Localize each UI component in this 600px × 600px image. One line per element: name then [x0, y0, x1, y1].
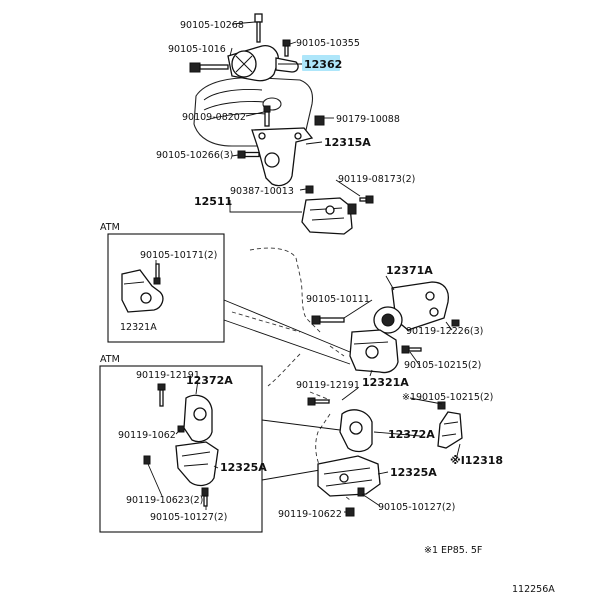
label-12371A: 12371A [386, 264, 433, 277]
bolt-90119-12191 [307, 397, 330, 406]
part-12372A-mount [339, 409, 373, 453]
label-90105-10355: 90105-10355 [296, 38, 360, 49]
highlight-12362 [302, 55, 340, 71]
leader-atm2 [261, 419, 341, 431]
label-12318: ※I12318 [450, 454, 503, 467]
atm-inset-box-1 [107, 233, 225, 343]
leader-atm1b [223, 319, 351, 365]
label-90105-1016: 90105-1016 [168, 44, 226, 55]
label-12321A-atm: 12321A [120, 322, 157, 333]
part-12325A-bracket [317, 455, 381, 497]
label-90119-08173: 90119-08173(2) [338, 174, 415, 185]
nut-90179-10088 [314, 115, 325, 126]
label-90119-12226: 90119-12226(3) [406, 326, 483, 337]
bolt-90109-08202 [263, 105, 271, 127]
bolt-90119-08173 [359, 195, 374, 204]
label-90387-10013: 90387-10013 [230, 186, 294, 197]
transmission-outline [231, 247, 351, 501]
bolt-90105-1016 [189, 62, 229, 73]
bolt-90387-10013 [305, 185, 314, 194]
label-90119-12191-atm: 90119-12191 [136, 370, 200, 381]
label-90105-10127: 90105-10127(2) [378, 502, 455, 513]
bolt-90105-10127 [357, 487, 365, 497]
part-12318 [437, 401, 463, 449]
label-90105-10268: 90105-10268 [180, 20, 244, 31]
atm-inset-box-2 [99, 365, 263, 533]
part-12371A-mount [373, 281, 450, 334]
part-12321A-bracket [349, 329, 399, 374]
label-90105-10215: 90105-10215(2) [404, 360, 481, 371]
label-90109-08202: 90109-08202 [182, 112, 246, 123]
part-12362-engine-mount [227, 45, 299, 82]
bolt-90105-10266 [237, 150, 260, 159]
bolt-90119-10622 [345, 507, 355, 517]
bolt-90119-12226 [451, 319, 460, 327]
bolt-90105-10215 [401, 345, 422, 354]
label-footnote-ep85: ※1 EP85. 5F [424, 545, 482, 556]
bolt-90105-10355 [282, 39, 291, 57]
label-atm-1: ATM [100, 222, 120, 233]
part-labels: 90105-10268 90105-10355 90105-1016 12362… [100, 20, 555, 595]
bolt-90105-10268 [254, 13, 263, 43]
label-90119-12191: 90119-12191 [296, 380, 360, 391]
label-12315A: 12315A [324, 136, 371, 149]
label-12325A-atm: 12325A [220, 461, 267, 474]
part-12315A-bracket [251, 127, 314, 187]
label-12372A-atm: 12372A [186, 374, 233, 387]
label-90105-10111: 90105-10111 [306, 294, 370, 305]
label-190105-10215: ※190105-10215(2) [402, 392, 493, 403]
leader-atm1 [223, 299, 351, 353]
label-12362: 12362 [304, 58, 342, 71]
label-90179-10088: 90179-10088 [336, 114, 400, 125]
part-12511-stopper [301, 197, 357, 235]
label-12325A: 12325A [390, 466, 437, 479]
label-90105-10127-atm: 90105-10127(2) [150, 512, 227, 523]
label-12372A: 12372A [388, 428, 435, 441]
label-12321A: 12321A [362, 376, 409, 389]
label-90105-10266: 90105-10266(3) [156, 150, 233, 161]
leader-lines [147, 21, 461, 513]
label-atm-2: ATM [100, 354, 120, 365]
label-12511: 12511 [194, 195, 232, 208]
label-90119-10623: 90119-10623(2) [126, 495, 203, 506]
bolt-90105-10111 [311, 315, 345, 325]
label-90119-1062: 90119-1062 [118, 430, 176, 441]
label-figure-number: 112256A [512, 584, 555, 595]
leader-atm2b [261, 469, 321, 481]
label-90119-10622: 90119-10622 [278, 509, 342, 520]
label-90105-10171: 90105-10171(2) [140, 250, 217, 261]
